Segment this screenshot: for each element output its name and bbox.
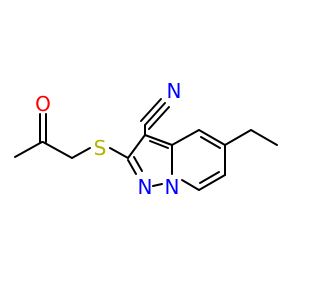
bond-c3a-c4 [171,129,200,146]
bond-c4-c5-inner [200,136,221,149]
bond-c3-c3a-inner [149,140,169,149]
bond-c7-c8 [181,179,200,191]
atom-labels: O S N N N [35,79,181,199]
bond-c3-c3a [144,134,173,146]
structure-canvas: O S N N N [14,79,278,199]
bond-n-bridge-n1 [152,183,163,187]
ring-nitrogen-label: N [138,175,153,199]
bond-c2-c3 [127,134,146,159]
bond-methyl-carbonyl [14,141,43,158]
bond-c4-c5 [198,129,226,146]
sulfur-label: S [94,136,107,160]
bond-nitrile-3 [148,106,170,130]
nitrile-nitrogen-label: N [167,79,182,103]
bond-c5-ethyl-ch2 [224,129,252,146]
bond-sulfur-c2 [109,147,129,159]
bond-c6-c7 [198,174,226,191]
carbonyl-oxygen-label: O [35,92,51,116]
bond-nitrile-2 [140,98,162,122]
bond-c6-c7-inner [199,171,220,184]
molecule-structure: O S N N N [14,79,278,199]
bond-c2-n1-2 [133,156,143,172]
bond-ethyl-ch2-ch3 [250,129,278,146]
bond-ch2-sulfur [71,147,91,159]
bonds [14,98,278,191]
bond-nitrile-1 [144,102,166,126]
bridgehead-nitrogen-label: N [165,175,180,199]
bond-c2-n1-1 [127,159,137,175]
bond-carbonyl-ch2 [42,141,73,159]
